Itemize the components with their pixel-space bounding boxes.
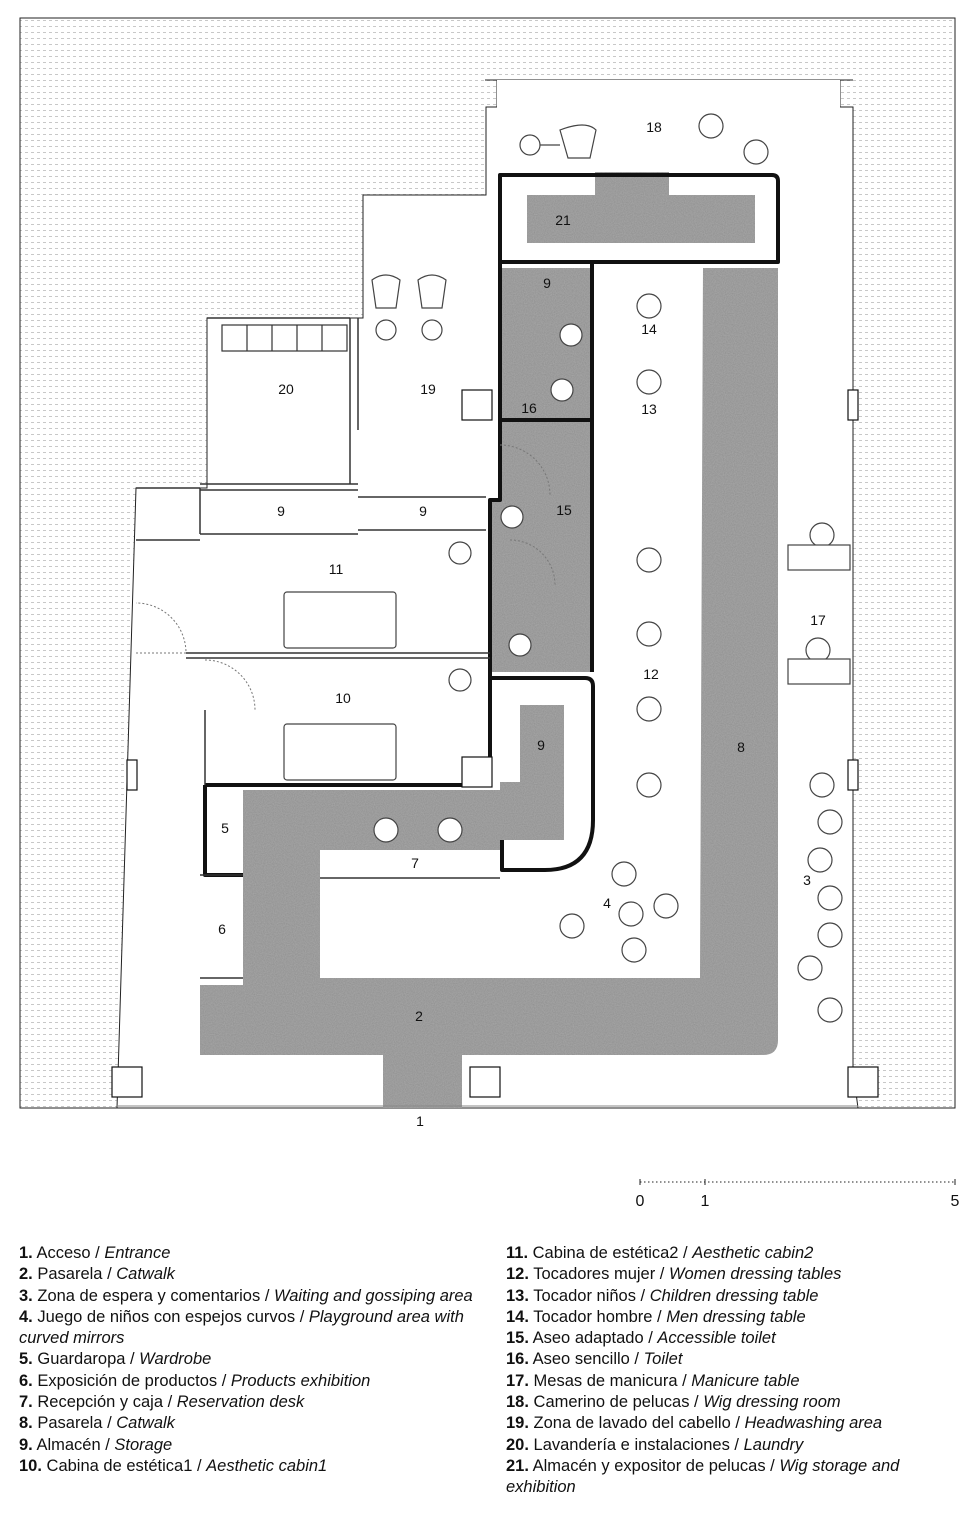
label-5: 5 [221,820,229,836]
legend-right-column: 11. Cabina de estética2 / Aesthetic cabi… [506,1243,946,1499]
label-21: 21 [555,212,571,228]
legend-item: 16. Aseo sencillo / Toilet [506,1350,683,1369]
label-15: 15 [556,502,572,518]
label-12: 12 [643,666,659,682]
legend-item: 15. Aseo adaptado / Accessible toilet [506,1329,776,1348]
label-3: 3 [803,872,811,888]
scale-tick-5: 5 [951,1193,960,1210]
legend-item: 7. Recepción y caja / Reservation desk [19,1393,305,1412]
legend-item: 19. Zona de lavado del cabello / Headwas… [506,1414,883,1433]
floor-plan: 1 2 3 4 5 6 7 8 9 9 9 9 10 11 12 13 14 1… [19,17,956,1129]
label-9-top: 9 [543,275,551,291]
label-14: 14 [641,321,657,337]
legend-item: 12. Tocadores mujer / Women dressing tab… [506,1265,842,1284]
legend-item: 1. Acceso / Entrance [19,1244,171,1262]
label-9-left: 9 [277,503,285,519]
legend-item: 20. Lavandería e instalaciones / Laundry [506,1435,804,1454]
legend-item: 4. Juego de niños con espejos curvos / P… [19,1307,464,1348]
legend-item: 9. Almacén / Storage [19,1435,173,1454]
legend-item: 14. Tocador hombre / Men dressing table [506,1307,806,1326]
legend-item: 5. Guardaropa / Wardrobe [19,1350,212,1369]
label-9-cabin: 9 [537,737,545,753]
scale-tick-1: 1 [701,1193,710,1210]
label-4: 4 [603,895,611,911]
label-1: 1 [416,1113,424,1129]
legend-item: 13. Tocador niños / Children dressing ta… [506,1286,819,1305]
scale-tick-0: 0 [636,1193,645,1210]
legend-left-column: 1. Acceso / Entrance 2. Pasarela / Catwa… [19,1243,489,1477]
label-19: 19 [420,381,436,397]
label-16: 16 [521,400,537,416]
label-2: 2 [415,1008,423,1024]
legend-item: 18. Camerino de pelucas / Wig dressing r… [506,1393,841,1412]
legend-item: 17. Mesas de manicura / Manicure table [506,1371,800,1390]
legend-item: 11. Cabina de estética2 / Aesthetic cabi… [506,1244,814,1262]
legend-item: 21. Almacén y expositor de pelucas / Wig… [506,1456,900,1497]
label-18: 18 [646,119,662,135]
legend-item: 10. Cabina de estética1 / Aesthetic cabi… [19,1456,328,1475]
label-10: 10 [335,690,351,706]
legend-item: 3. Zona de espera y comentarios / Waitin… [19,1286,473,1305]
label-9-mid: 9 [419,503,427,519]
label-7: 7 [411,855,419,871]
label-11: 11 [329,561,344,577]
label-8: 8 [737,739,745,755]
legend-item: 8. Pasarela / Catwalk [19,1414,175,1433]
label-17: 17 [810,612,826,628]
legend-item: 2. Pasarela / Catwalk [19,1265,175,1284]
label-20: 20 [278,381,294,397]
label-6: 6 [218,921,226,937]
legend-item: 6. Exposición de productos / Products ex… [19,1371,371,1390]
label-13: 13 [641,401,657,417]
scale-bar: 0 1 5 [636,1179,960,1210]
